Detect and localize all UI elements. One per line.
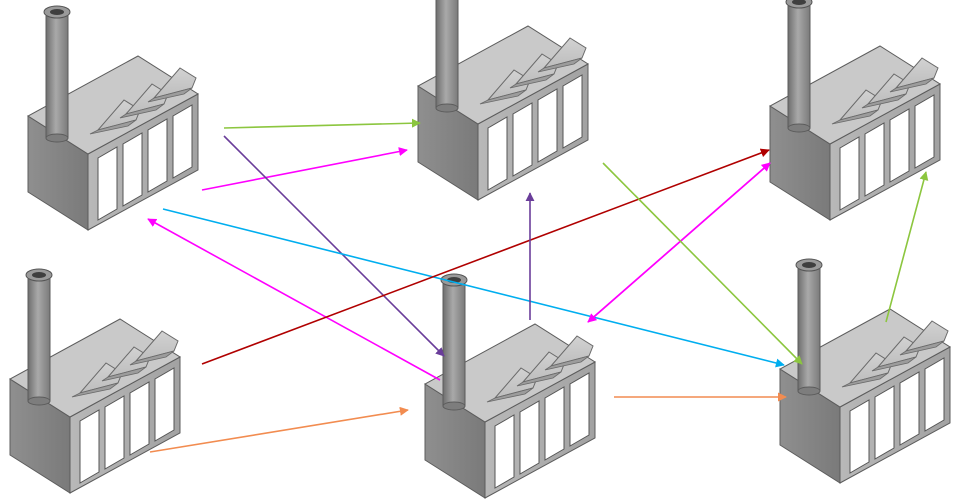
factory-icon — [779, 258, 951, 484]
factory-icon — [9, 268, 181, 494]
arrow-f1-to-f6 — [162, 208, 785, 368]
arrow-f4-to-f3 — [201, 148, 770, 365]
arrow-f5-to-f3 — [587, 162, 771, 323]
factories-layer — [9, 0, 951, 499]
arrow-f1-to-f2 — [223, 118, 421, 129]
arrow-f1-to-f5 — [223, 135, 445, 357]
arrow-f2-to-f6 — [602, 162, 803, 365]
arrow-f5-to-f1 — [147, 218, 441, 381]
factory-icon — [417, 0, 589, 201]
arrow-f6-to-f3 — [885, 171, 929, 323]
connections-layer — [147, 118, 929, 453]
arrow-f4-to-f5 — [149, 406, 409, 453]
factory-icon — [424, 273, 596, 499]
factory-icon — [27, 5, 199, 231]
factory-icon — [769, 0, 941, 221]
arrow-f1-to-f2 — [201, 147, 408, 191]
